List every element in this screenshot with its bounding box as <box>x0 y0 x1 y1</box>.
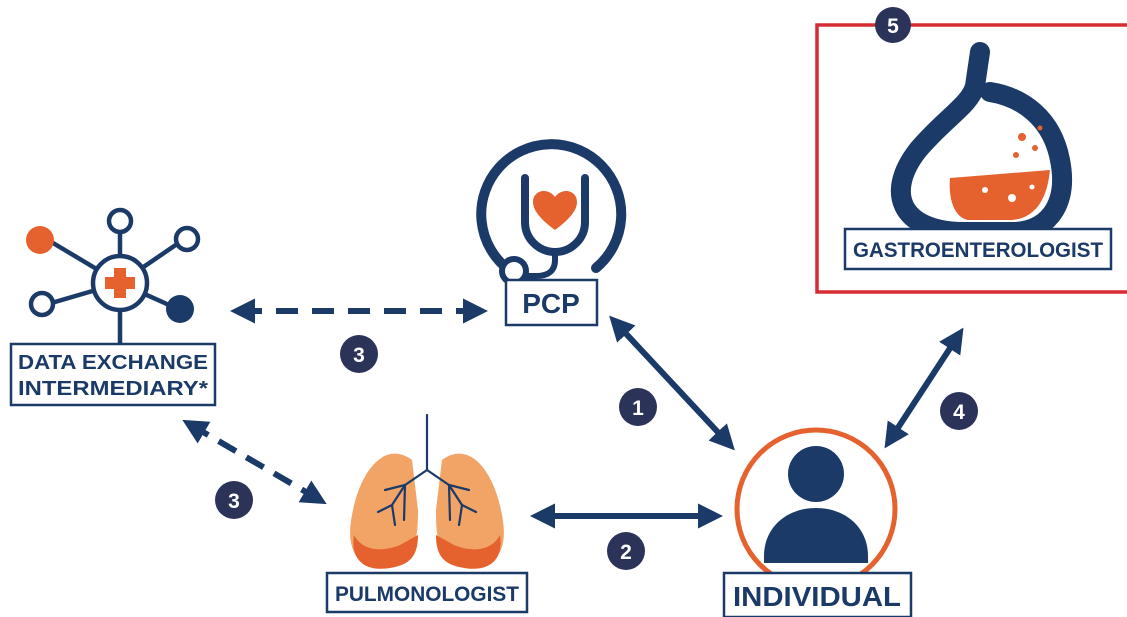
pcp-label: PCP <box>522 288 580 319</box>
step-badge-5-number: 5 <box>887 15 899 38</box>
arrow-individual-gastroenterologist <box>884 327 964 449</box>
data-exchange-label-line1: DATA EXCHANGE <box>18 352 208 374</box>
pulmonologist-node: PULMONOLOGIST <box>325 413 529 614</box>
pcp-label-box <box>504 278 599 327</box>
gastroenterologist-node: GASTROENTEROLOGIST 5 <box>815 7 1127 294</box>
gastroenterologist-highlight-frame <box>815 23 1127 294</box>
gastroenterologist-label: GASTROENTEROLOGIST <box>853 239 1103 262</box>
stomach-icon <box>891 42 1072 242</box>
individual-node: INDIVIDUAL <box>722 427 913 617</box>
individual-label: INDIVIDUAL <box>733 581 901 612</box>
stethoscope-heart-icon <box>476 139 627 286</box>
step-badges: 1 2 3 3 4 <box>215 335 978 570</box>
arrow-exchange-pulmonologist <box>182 419 327 505</box>
data-exchange-label-box <box>9 342 217 407</box>
step-badge-3-top <box>340 335 378 373</box>
data-exchange-label-line2: INTERMEDIARY* <box>18 378 208 400</box>
step-badge-4-number: 4 <box>953 401 965 424</box>
individual-label-box <box>722 571 913 617</box>
lungs-icon <box>350 413 504 569</box>
step-badge-5 <box>875 7 911 43</box>
step-badge-2-number: 2 <box>620 541 632 564</box>
network-hub-icon <box>26 207 201 345</box>
step-badge-4 <box>940 392 978 430</box>
person-icon <box>764 446 868 563</box>
step-badge-3-top-number: 3 <box>353 344 365 367</box>
step-badge-1-number: 1 <box>632 397 644 420</box>
pcp-node: PCP <box>476 139 627 327</box>
arrow-pcp-individual <box>609 315 735 451</box>
data-exchange-intermediary: DATA EXCHANGE INTERMEDIARY* <box>9 207 217 407</box>
gastroenterologist-label-box <box>843 227 1113 271</box>
step-badge-3-bottom <box>215 481 253 519</box>
step-badge-1 <box>619 388 657 426</box>
pulmonologist-label-box <box>325 571 529 614</box>
step-badge-3-bottom-number: 3 <box>228 490 240 513</box>
pulmonologist-label: PULMONOLOGIST <box>335 583 519 606</box>
connections <box>182 298 964 529</box>
step-badge-2 <box>607 532 645 570</box>
